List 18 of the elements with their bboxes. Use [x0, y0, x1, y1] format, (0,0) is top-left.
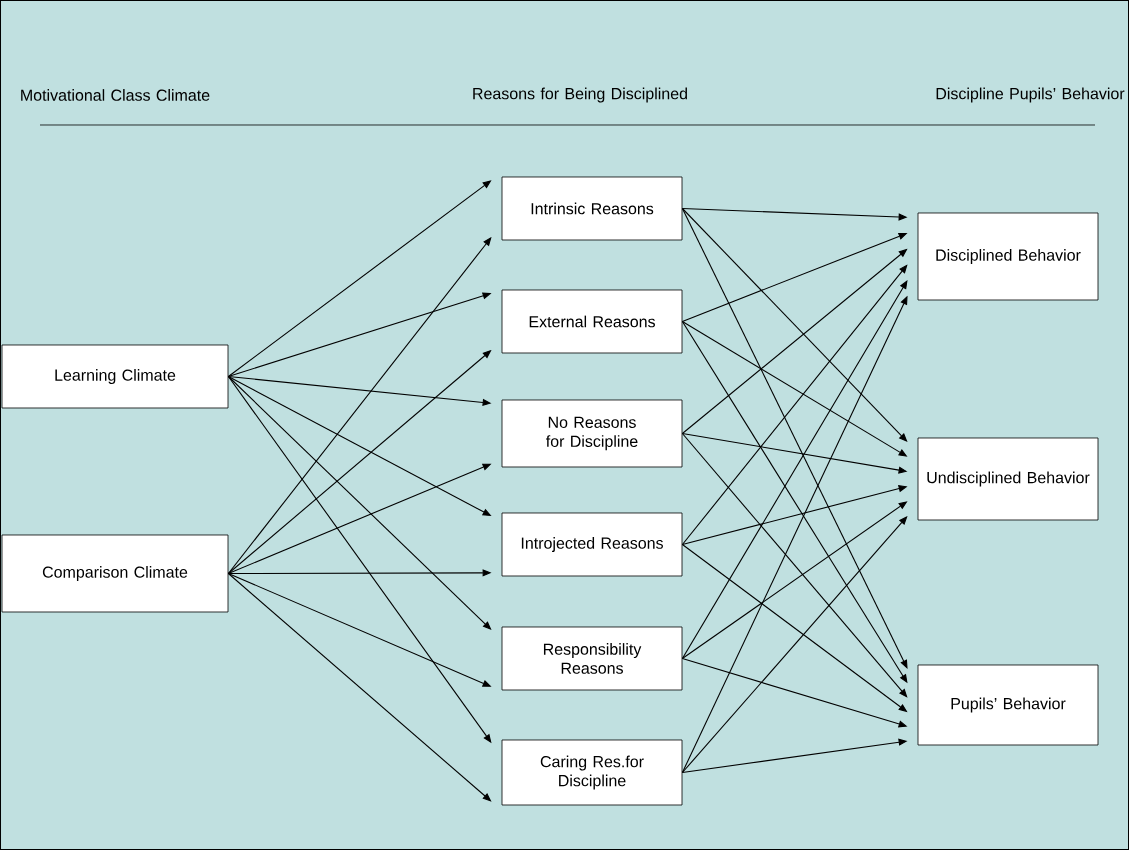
box: Caring Res.for Discipline: [501, 739, 683, 806]
box: Intrinsic Reasons: [501, 176, 683, 241]
box: Comparison Climate: [1, 534, 229, 613]
column-heading: Motivational Class Climate: [21, 89, 210, 101]
box: External Reasons: [501, 289, 683, 354]
arrow: [681, 207, 908, 669]
box: Disciplined Behavior: [917, 212, 1099, 301]
box: Responsibility Reasons: [501, 626, 683, 691]
box: Introjected Reasons: [501, 512, 683, 577]
arrow: [681, 432, 908, 698]
box: No Reasons for Discipline: [501, 399, 683, 468]
arrow: [681, 264, 908, 546]
box: Undisciplined Behavior: [917, 437, 1099, 521]
arrow: [681, 280, 908, 660]
column-heading: Discipline Pupils’ Behavior: [936, 87, 1125, 103]
column-heading: Reasons for Being Disciplined: [473, 87, 687, 103]
box: Learning Climate: [1, 344, 229, 409]
box: Pupils’ Behavior: [917, 664, 1099, 746]
